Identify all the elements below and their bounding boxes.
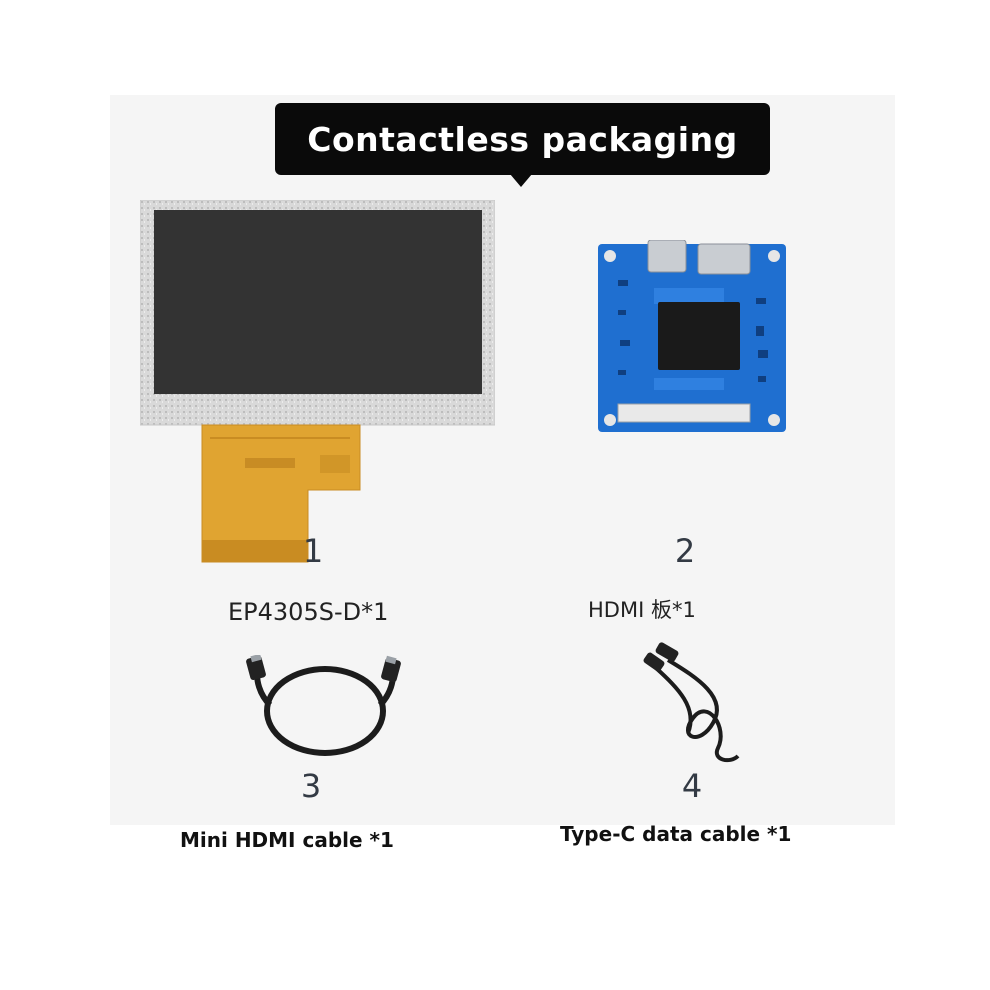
hdmi-board-image (598, 240, 786, 432)
item-number-2: 2 (655, 532, 715, 574)
packaging-banner: Contactless packaging (275, 103, 770, 175)
mini-hdmi-cable-image (246, 655, 401, 756)
banner-pointer (510, 174, 532, 187)
item-label-2: HDMI 板*1 (588, 598, 696, 622)
item-label-3: Mini HDMI cable *1 (180, 828, 394, 852)
item-number-1: 1 (283, 532, 343, 574)
lcd-display-image (140, 200, 495, 563)
item-label-4: Type-C data cable *1 (560, 822, 792, 846)
type-c-cable-image (643, 642, 740, 763)
item-number-3: 3 (281, 767, 341, 809)
banner-title: Contactless packaging (307, 119, 738, 159)
item-label-1: EP4305S-D*1 (228, 598, 389, 626)
item-number-4: 4 (662, 767, 722, 809)
